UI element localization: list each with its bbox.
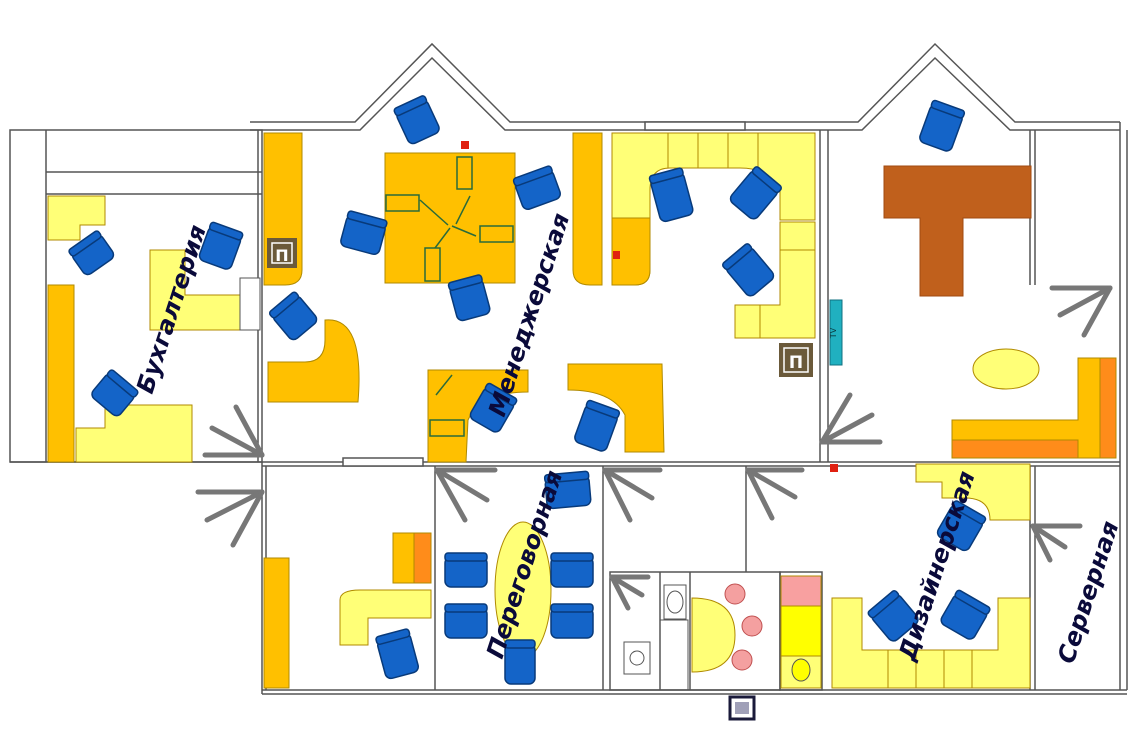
door-swing-icon <box>195 489 265 548</box>
door-swing-icon <box>1030 523 1083 563</box>
kitchen-chairs <box>724 583 763 671</box>
cabinet <box>47 284 75 463</box>
kitchen-chair-icon <box>731 649 753 671</box>
fire-sensor-icon <box>613 251 620 259</box>
desk <box>267 319 360 403</box>
door-swing-icon <box>202 404 265 458</box>
sink-icon <box>791 658 811 682</box>
office-chair-icon <box>68 230 115 276</box>
door-swing-icon <box>609 574 651 611</box>
office-chair-icon <box>729 166 782 220</box>
sofa-cushion <box>1099 357 1117 459</box>
window-sill <box>239 277 261 331</box>
cabinet-accent <box>413 532 432 584</box>
office-chair-icon <box>91 369 139 417</box>
desk <box>47 195 106 241</box>
desk <box>734 221 816 339</box>
office-chair-icon <box>268 291 318 341</box>
door-swing-icon <box>1049 285 1113 338</box>
oval-table <box>972 348 1040 390</box>
office-chair-icon <box>940 589 991 640</box>
tv-label: TV <box>829 327 838 339</box>
kitchen-cabinet <box>780 605 822 657</box>
desk <box>339 589 432 646</box>
door-swing-icon <box>434 467 498 523</box>
sink-icon <box>666 590 684 614</box>
door-swing-icon <box>745 467 805 521</box>
doors <box>195 285 1113 611</box>
radiator-icon: П <box>779 343 813 377</box>
wc <box>623 584 811 691</box>
desk <box>831 597 1031 689</box>
office-chair-icon <box>469 382 518 433</box>
kitchen-table <box>691 597 736 673</box>
office-chair-icon <box>198 221 244 270</box>
radiator-letter: П <box>275 246 288 265</box>
office-chair-icon <box>936 500 987 552</box>
furniture <box>47 132 1117 689</box>
office-chair-icon <box>444 603 488 639</box>
office-chair-icon <box>867 590 919 642</box>
office-chair-icon <box>504 639 536 685</box>
toilet-icon <box>629 650 645 666</box>
column-icon <box>728 695 756 721</box>
radiator-letter: П <box>789 353 803 373</box>
office-chair-icon <box>722 243 775 297</box>
fire-sensor-icon <box>830 464 838 472</box>
office-chair-icon <box>375 628 419 680</box>
office-chair-icon <box>444 552 488 588</box>
sensors <box>461 141 838 472</box>
radiator-icon: П <box>267 238 297 268</box>
cabinet <box>263 557 290 689</box>
cabinet <box>572 132 603 286</box>
office-chair-icon <box>648 167 694 223</box>
tv-icon: TV <box>829 299 843 366</box>
desk <box>915 463 1031 521</box>
sofa-cushion <box>951 439 1079 459</box>
desk <box>75 404 193 463</box>
office-chair-icon <box>574 399 621 452</box>
boss-table <box>883 165 1032 297</box>
desk <box>567 363 665 453</box>
door-swing-icon <box>819 392 883 445</box>
office-chair-icon <box>512 165 561 210</box>
fire-sensor-icon <box>461 141 469 149</box>
office-chair-icon <box>543 470 592 510</box>
office-chair-icon <box>447 274 491 322</box>
kitchen-chair-icon <box>741 615 763 637</box>
meeting-table <box>384 152 516 284</box>
kitchen-chair-icon <box>724 583 746 605</box>
office-chair-icon <box>393 95 440 145</box>
office-chair-icon <box>550 552 594 588</box>
office-chair-icon <box>340 210 388 256</box>
door-swing-icon <box>602 467 663 523</box>
office-chair-icon <box>550 603 594 639</box>
kitchen-cabinet <box>780 575 822 607</box>
desk <box>611 217 651 286</box>
office-chair-icon <box>919 99 966 152</box>
room-label-server: Серверная <box>1052 518 1124 667</box>
chairs <box>68 95 991 685</box>
